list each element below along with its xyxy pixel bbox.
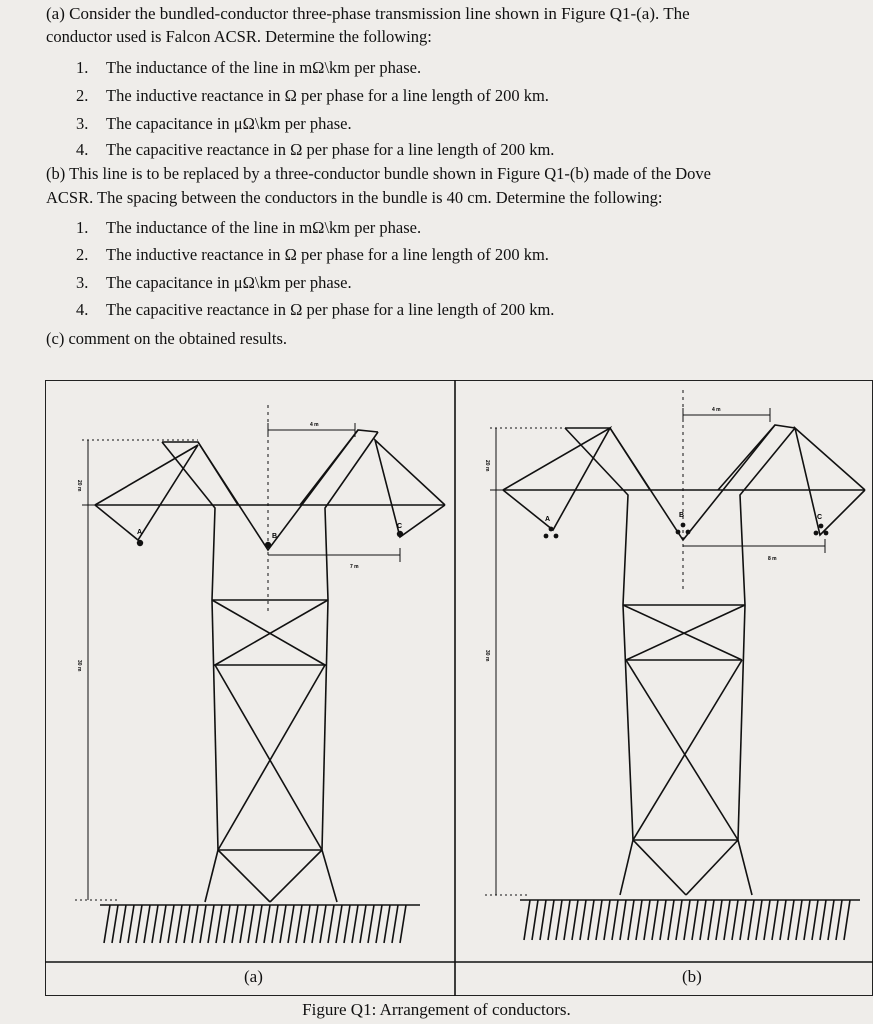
ground-hatch-a [100,904,420,944]
part-b-item-4: 4.The capacitive reactance in Ω per phas… [76,300,555,319]
phase-label-a-panel-a: A [137,529,142,536]
part-a-intro-line2: conductor used is Falcon ACSR. Determine… [46,27,432,46]
dim-a-lower: 7 m [350,564,359,570]
dim-b-tower-height: 30 m [484,650,490,662]
part-b-item-3: 3.The capacitance in μΩ\km per phase. [76,273,352,292]
bundle-b-phase-a [543,526,559,539]
conductor-a-phase-c [396,530,404,538]
panel-b-label: (b) [682,967,702,986]
dim-a-tower-height: 30 m [76,660,82,672]
dim-b-top-height: 20 m [484,460,490,472]
dim-b-lower: 8 m [768,556,777,562]
part-b-intro-line2: ACSR. The spacing between the conductors… [46,188,663,207]
phase-label-c-panel-b: C [817,514,822,521]
conductor-a-phase-b [264,541,272,549]
part-a-item-1: 1.The inductance of the line in mΩ\km pe… [76,58,422,77]
phase-label-a-panel-b: A [545,516,550,523]
dim-a-upper: 4 m [310,422,319,428]
part-a-intro-line1: (a) Consider the bundled-conductor three… [46,4,690,23]
part-a-item-4: 4.The capacitive reactance in Ω per phas… [76,140,555,159]
bundle-b-phase-b [675,522,691,535]
tower-a [94,429,446,903]
conductors-b [543,522,829,539]
part-b-intro-line1: (b) This line is to be replaced by a thr… [46,164,712,183]
dim-b-upper: 4 m [712,407,721,413]
part-a-item-2: 2.The inductive reactance in Ω per phase… [76,86,549,105]
conductor-a-phase-a [136,539,144,547]
part-a-item-3: 3.The capacitance in μΩ\km per phase. [76,114,352,133]
tower-b [502,424,866,896]
conductors-a [136,530,404,549]
ground-hatch-b [520,899,860,941]
part-c-text: (c) comment on the obtained results. [46,329,288,348]
bundle-b-phase-c [813,523,829,536]
part-b-item-1: 1.The inductance of the line in mΩ\km pe… [76,218,422,237]
part-b-item-2: 2.The inductive reactance in Ω per phase… [76,245,549,264]
phase-label-c-panel-a: C [397,523,402,530]
phase-label-b-panel-a: B [272,533,277,540]
figure-caption: Figure Q1: Arrangement of conductors. [302,1000,571,1019]
panel-a-label: (a) [244,967,263,986]
phase-label-b-panel-b: B [679,512,684,519]
dim-a-top-height: 20 m [76,480,82,492]
